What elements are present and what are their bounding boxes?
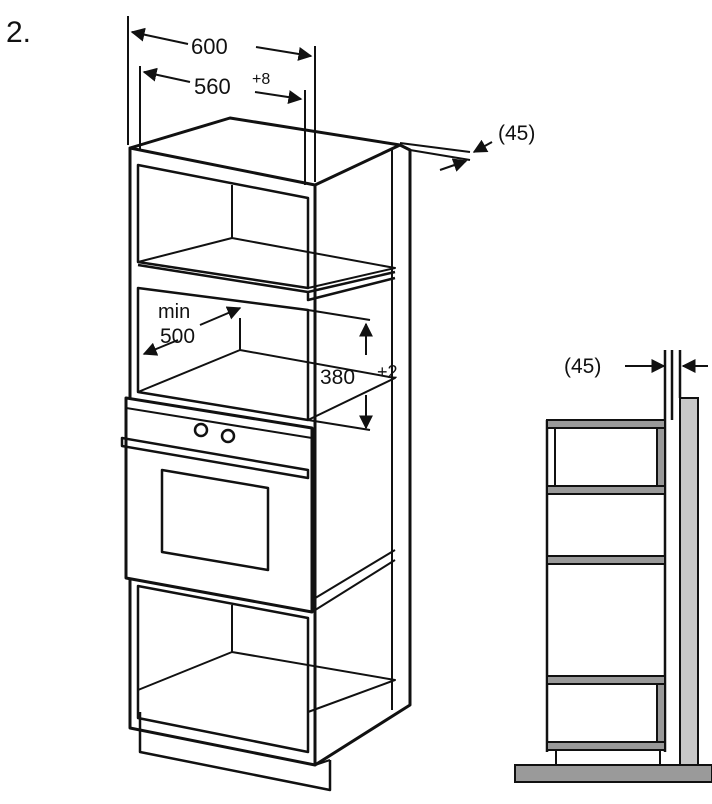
dim-height-niche-tolerance: +2: [377, 362, 398, 382]
oven-window: [160, 468, 270, 572]
oven: [124, 396, 314, 614]
oven-knob-right: [220, 428, 236, 444]
shelf: [137, 263, 396, 302]
wall: [679, 397, 699, 766]
side-shelf: [546, 555, 666, 565]
step-number: 2.: [6, 16, 31, 49]
oven-handle: [120, 436, 310, 480]
dim-width-niche: 560: [194, 74, 231, 99]
bottom-compartment: [136, 584, 310, 754]
tall-cabinet: [120, 116, 412, 792]
dim-rear-gap-top: (45): [498, 122, 535, 145]
cabinet-plinth: [138, 712, 332, 792]
dim-depth-min-value: 500: [160, 325, 195, 348]
floor: [514, 764, 712, 783]
oven-knob-left: [193, 422, 209, 438]
dim-depth-min-label: min: [158, 301, 190, 323]
dim-rear-gap-side: (45): [564, 355, 601, 378]
dim-height-niche: 380: [320, 366, 355, 389]
dim-width-niche-tolerance: +8: [252, 71, 270, 88]
side-section-view: [514, 350, 712, 783]
dim-width-total: 600: [191, 34, 228, 59]
cabinet-side: [314, 143, 412, 767]
dimension-lines: [127, 16, 493, 431]
